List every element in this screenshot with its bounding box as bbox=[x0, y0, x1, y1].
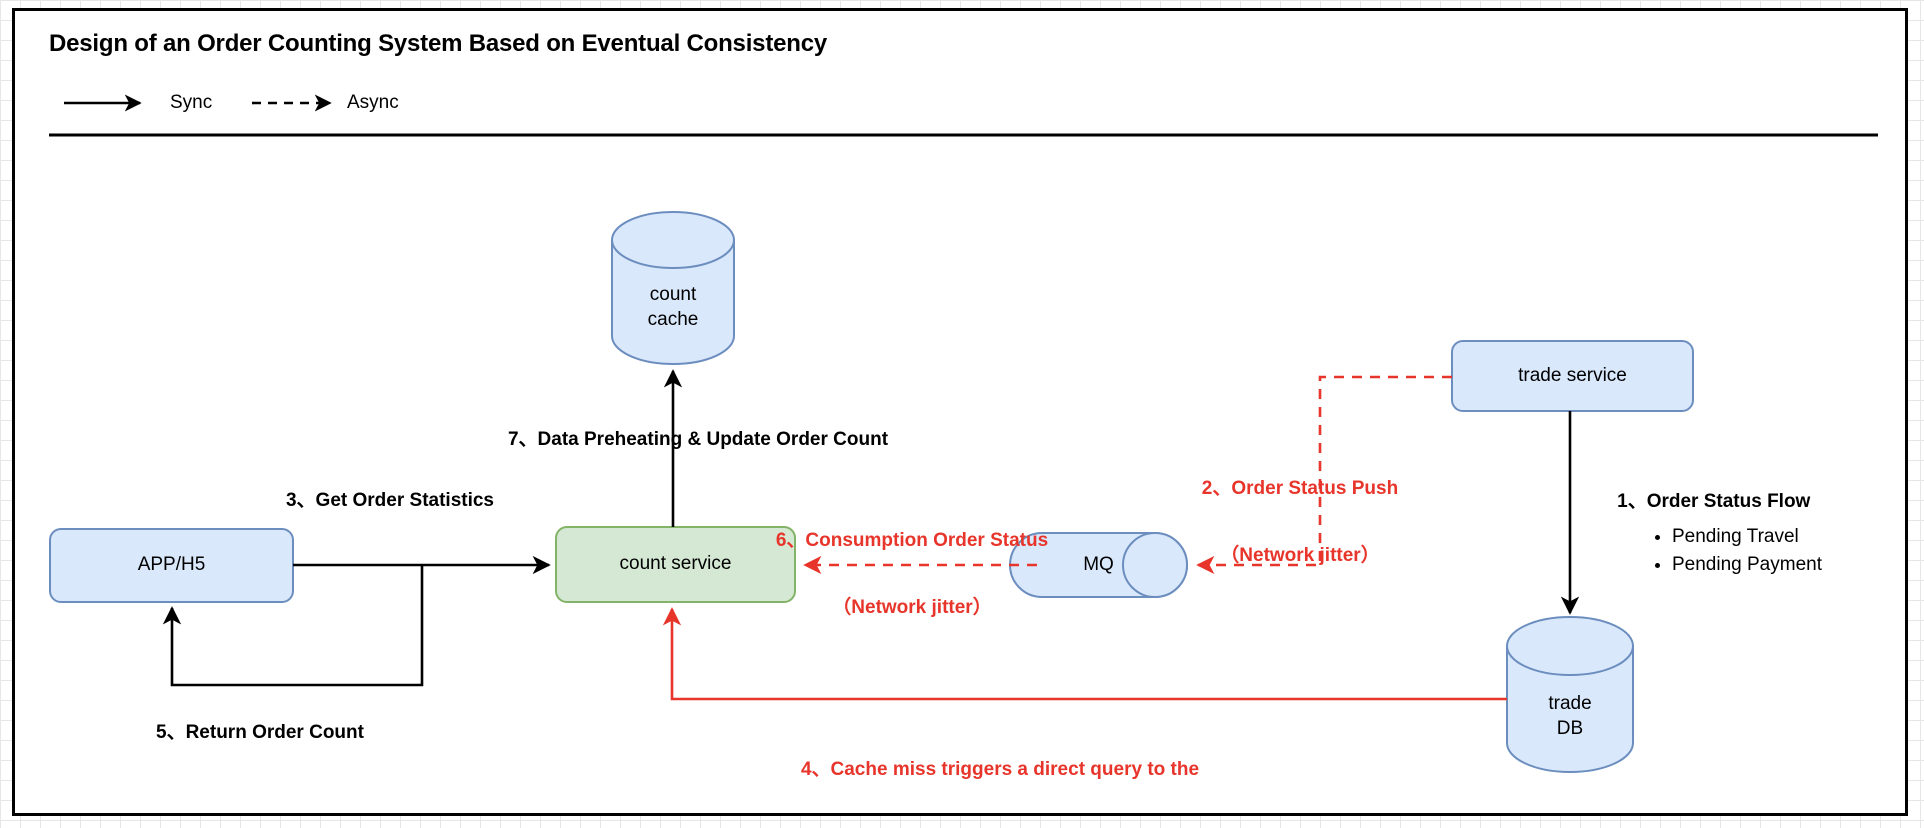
step-7-label: 7、Data Preheating & Update Order Count bbox=[507, 429, 889, 450]
mq-hit-area[interactable] bbox=[1010, 533, 1187, 597]
step-2-line1: 2、Order Status Push bbox=[1201, 477, 1399, 499]
count-cache-hit-area[interactable] bbox=[612, 212, 734, 364]
trade-service-hit-area[interactable] bbox=[1452, 341, 1693, 411]
list-item: Pending Payment bbox=[1672, 551, 1822, 579]
legend-sync-label: Sync bbox=[170, 92, 213, 113]
step-5-label: 5、Return Order Count bbox=[156, 722, 364, 743]
step-6-label: 6、Consumption Order Status （Network jitt… bbox=[712, 485, 1112, 664]
trade-db-hit-area[interactable] bbox=[1507, 617, 1633, 772]
step-4-line1: 4、Cache miss triggers a direct query to … bbox=[800, 758, 1200, 780]
step-3-label: 3、Get Order Statistics bbox=[285, 490, 495, 511]
step-4-line2: transaction DB for order count bbox=[650, 826, 1350, 828]
step-1-text: Order Status Flow bbox=[1646, 491, 1811, 513]
legend-async-label: Async bbox=[347, 92, 399, 113]
step-6-line2: （Network jitter） bbox=[832, 597, 992, 619]
count-service-hit-area[interactable] bbox=[556, 527, 795, 602]
step-1-number: 1、 bbox=[1617, 491, 1647, 513]
step-1-label: 1、Order Status Flow bbox=[1596, 469, 1876, 536]
step-1-bullet-list: Pending Travel Pending Payment bbox=[1650, 523, 1822, 578]
step-2-label: 2、Order Status Push （Network jitter） bbox=[1140, 433, 1460, 612]
step-4-label: 4、Cache miss triggers a direct query to … bbox=[650, 714, 1350, 828]
step-2-line2: （Network jitter） bbox=[1220, 545, 1380, 567]
step-6-line1: 6、Consumption Order Status bbox=[775, 529, 1049, 551]
page-title: Design of an Order Counting System Based… bbox=[49, 30, 828, 57]
app-h5-hit-area[interactable] bbox=[50, 529, 293, 602]
list-item: Pending Travel bbox=[1672, 523, 1822, 551]
